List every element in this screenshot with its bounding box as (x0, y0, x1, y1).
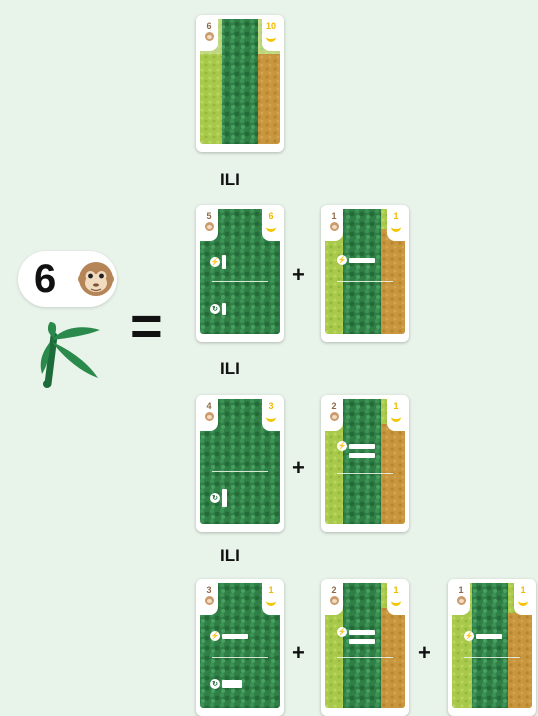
banana-icon (391, 596, 401, 606)
banana-icon (266, 596, 276, 606)
card-left-corner: 6 (200, 19, 218, 51)
monkey-icon (205, 32, 214, 41)
plus-sign-3: + (292, 640, 305, 666)
connector-label-2: ILI (220, 359, 240, 379)
monkey-icon (205, 596, 214, 605)
jungle-card[interactable]: ⚡ 2 1 (321, 579, 409, 716)
plus-sign-1: + (292, 262, 305, 288)
card-left-corner: 2 (325, 583, 343, 615)
banana-icon (266, 222, 276, 232)
card-right-corner: 1 (387, 209, 405, 241)
banana-icon (518, 596, 528, 606)
monkey-icon (330, 412, 339, 421)
jungle-card[interactable]: ⚡ 1 1 (448, 579, 536, 716)
banana-icon (391, 412, 401, 422)
card-right-corner: 1 (387, 583, 405, 615)
jungle-card[interactable]: ↻ 4 3 (196, 395, 284, 532)
plus-sign-2: + (292, 455, 305, 481)
monkey-icon (330, 222, 339, 231)
banana-icon (266, 412, 276, 422)
card-left-corner: 1 (452, 583, 470, 615)
jungle-card[interactable]: ⚡ 1 1 (321, 205, 409, 342)
card-right-corner: 6 (262, 209, 280, 241)
monkey-icon (77, 260, 115, 303)
equals-sign: = (130, 296, 163, 356)
connector-label-1: ILI (220, 170, 240, 190)
monkey-icon (330, 596, 339, 605)
card-right-corner: 10 (262, 19, 280, 51)
card-right-corner: 1 (262, 583, 280, 615)
monkey-icon (457, 596, 466, 605)
card-left-corner: 4 (200, 399, 218, 431)
connector-label-3: ILI (220, 546, 240, 566)
banana-icon (391, 222, 401, 232)
monkey-icon (205, 222, 214, 231)
jungle-card[interactable]: ⚡ ↻ 5 6 (196, 205, 284, 342)
card-right-corner: 1 (514, 583, 532, 615)
plus-sign-4: + (418, 640, 431, 666)
card-right-corner: 1 (387, 399, 405, 431)
card-left-corner: 2 (325, 399, 343, 431)
card-left-corner: 3 (200, 583, 218, 615)
palm-leaves-icon (28, 320, 104, 395)
jungle-card[interactable]: ⚡ 2 1 (321, 395, 409, 532)
banana-icon (266, 32, 276, 42)
token-value: 6 (34, 256, 56, 302)
card-right-corner: 3 (262, 399, 280, 431)
monkey-icon (205, 412, 214, 421)
card-left-corner: 5 (200, 209, 218, 241)
card-left-corner: 1 (325, 209, 343, 241)
jungle-card[interactable]: 6 10 (196, 15, 284, 152)
jungle-card[interactable]: ⚡ ↻ 3 1 (196, 579, 284, 716)
monkey-token: 6 (18, 251, 117, 307)
